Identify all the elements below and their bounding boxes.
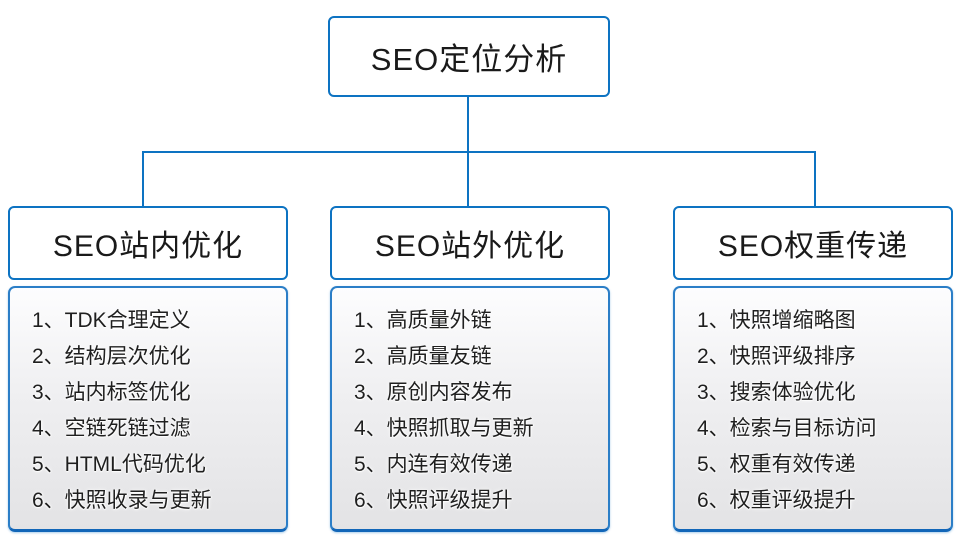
list-item: 6、权重评级提升: [697, 489, 856, 512]
branch-onsite-header: SEO站内优化: [8, 206, 288, 280]
connector-horizontal-bar: [142, 151, 816, 153]
list-item: 2、快照评级排序: [697, 345, 856, 368]
list-item: 4、空链死链过滤: [32, 417, 191, 440]
branch-onsite-list: 1、TDK合理定义 2、结构层次优化 3、站内标签优化 4、空链死链过滤 5、H…: [8, 286, 288, 532]
list-item: 1、高质量外链: [354, 309, 492, 332]
list-item: 6、快照收录与更新: [32, 489, 212, 512]
branch-onsite: SEO站内优化 1、TDK合理定义 2、结构层次优化 3、站内标签优化 4、空链…: [8, 206, 288, 532]
branch-weight-header: SEO权重传递: [673, 206, 953, 280]
branch-offsite-header: SEO站外优化: [330, 206, 610, 280]
branch-onsite-title: SEO站内优化: [52, 230, 244, 263]
branch-weight: SEO权重传递 1、快照增缩略图 2、快照评级排序 3、搜索体验优化 4、检索与…: [673, 206, 953, 532]
root-node: SEO定位分析: [328, 16, 610, 97]
list-item: 2、结构层次优化: [32, 345, 191, 368]
list-item: 6、快照评级提升: [354, 489, 513, 512]
list-item: 4、检索与目标访问: [697, 417, 877, 440]
list-item: 1、快照增缩略图: [697, 309, 856, 332]
list-item: 3、搜索体验优化: [697, 381, 856, 404]
branch-weight-title: SEO权重传递: [717, 230, 909, 263]
connector-drop-center: [467, 151, 469, 207]
list-item: 5、权重有效传递: [697, 453, 856, 476]
list-item: 2、高质量友链: [354, 345, 492, 368]
branch-offsite: SEO站外优化 1、高质量外链 2、高质量友链 3、原创内容发布 4、快照抓取与…: [330, 206, 610, 532]
branch-weight-list: 1、快照增缩略图 2、快照评级排序 3、搜索体验优化 4、检索与目标访问 5、权…: [673, 286, 953, 532]
list-item: 4、快照抓取与更新: [354, 417, 534, 440]
connector-drop-right: [814, 151, 816, 207]
root-node-label: SEO定位分析: [370, 42, 568, 77]
list-item: 3、原创内容发布: [354, 381, 513, 404]
list-item: 3、站内标签优化: [32, 381, 191, 404]
list-item: 5、HTML代码优化: [32, 453, 206, 476]
list-item: 1、TDK合理定义: [32, 309, 191, 332]
connector-root-stem: [467, 97, 469, 152]
branch-offsite-list: 1、高质量外链 2、高质量友链 3、原创内容发布 4、快照抓取与更新 5、内连有…: [330, 286, 610, 532]
branch-offsite-title: SEO站外优化: [374, 230, 566, 263]
connector-drop-left: [142, 151, 144, 207]
list-item: 5、内连有效传递: [354, 453, 513, 476]
